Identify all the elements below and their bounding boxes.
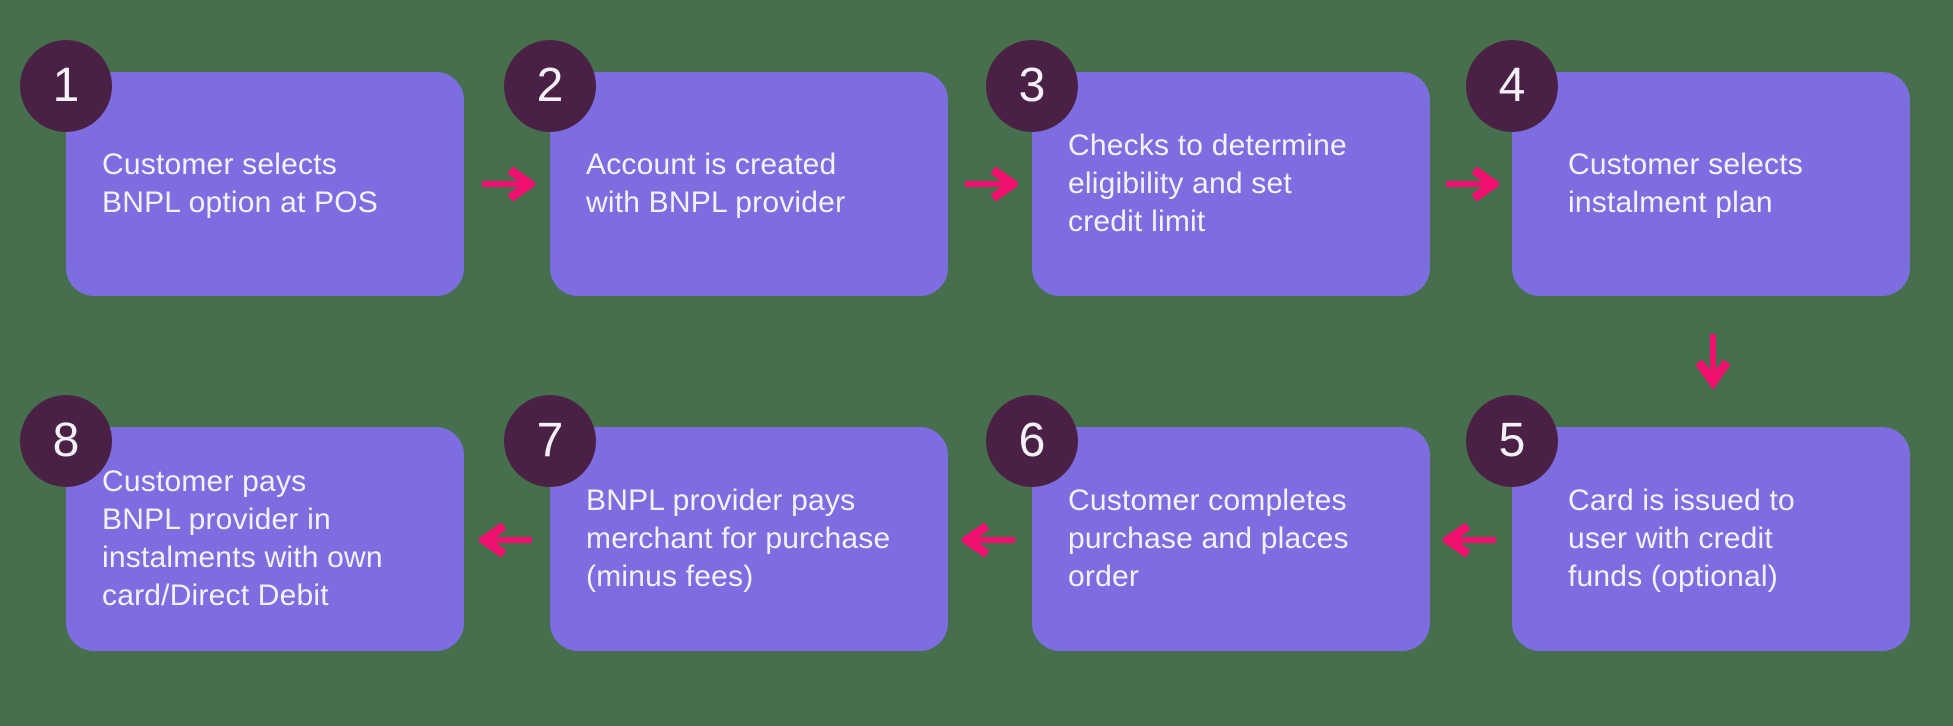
flow-arrow-right-1-icon	[482, 166, 535, 202]
step-8-box: 8 Customer pays BNPL provider in instalm…	[20, 395, 464, 651]
step-5-text: Card is issued to user with credit funds…	[1568, 484, 1795, 593]
step-5-badge: 5	[1466, 395, 1558, 487]
step-2-text: Account is created with BNPL provider	[586, 148, 846, 219]
step-6-text: Customer completes purchase and places o…	[1068, 484, 1349, 593]
step-7-box: 7 BNPL provider pays merchant for purcha…	[504, 395, 948, 651]
flow-arrow-right-2-icon	[965, 166, 1018, 202]
step-3-box: 3 Checks to determine eligibility and se…	[986, 40, 1430, 296]
step-8-text: Customer pays BNPL provider in instalmen…	[102, 465, 383, 612]
step-1-badge: 1	[20, 40, 112, 132]
step-5-box: 5 Card is issued to user with credit fun…	[1466, 395, 1910, 651]
step-1-number: 1	[52, 59, 80, 112]
flow-arrow-down-icon	[1695, 334, 1731, 389]
flow-arrow-left-1-icon	[1443, 522, 1496, 558]
step-1-text: Customer selects BNPL option at POS	[102, 148, 378, 219]
step-8-badge: 8	[20, 395, 112, 487]
step-2-number: 2	[536, 59, 564, 112]
step-7-number: 7	[536, 414, 564, 467]
step-5-number: 5	[1498, 414, 1526, 467]
step-7-text: BNPL provider pays merchant for purchase…	[586, 484, 891, 593]
step-6-badge: 6	[986, 395, 1078, 487]
flow-arrow-left-3-icon	[479, 522, 532, 558]
step-3-text: Checks to determine eligibility and set …	[1068, 129, 1347, 238]
step-1-box: 1 Customer selects BNPL option at POS	[20, 40, 464, 296]
step-2-badge: 2	[504, 40, 596, 132]
step-4-badge: 4	[1466, 40, 1558, 132]
flow-arrow-left-2-icon	[962, 522, 1015, 558]
step-6-box: 6 Customer completes purchase and places…	[986, 395, 1430, 651]
step-6-number: 6	[1018, 414, 1046, 467]
step-8-number: 8	[52, 414, 80, 467]
step-7-badge: 7	[504, 395, 596, 487]
step-4-box: 4 Customer selects instalment plan	[1466, 40, 1910, 296]
step-3-number: 3	[1018, 59, 1046, 112]
step-2-box: 2 Account is created with BNPL provider	[504, 40, 948, 296]
step-4-text: Customer selects instalment plan	[1568, 148, 1803, 219]
step-3-badge: 3	[986, 40, 1078, 132]
flow-arrow-right-3-icon	[1446, 166, 1499, 202]
step-4-number: 4	[1498, 59, 1526, 112]
